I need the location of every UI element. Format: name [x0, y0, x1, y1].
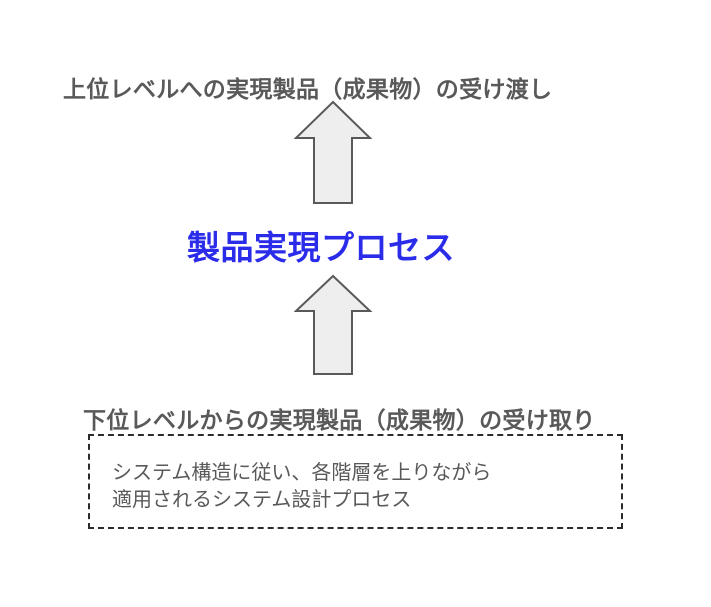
up-arrow-icon: [294, 274, 373, 375]
up-arrow-icon: [294, 100, 373, 204]
output-delivery-label: 上位レベルへの実現製品（成果物）の受け渡し: [63, 77, 553, 103]
description-box: システム構造に従い、各階層を上りながら 適用されるシステム設計プロセス: [88, 434, 623, 529]
description-line-1: システム構造に従い、各階層を上りながら: [112, 460, 492, 484]
input-receipt-label: 下位レベルからの実現製品（成果物）の受け取り: [83, 408, 596, 434]
process-title: 製品実現プロセス: [187, 228, 455, 267]
description-line-2: 適用されるシステム設計プロセス: [112, 487, 412, 511]
